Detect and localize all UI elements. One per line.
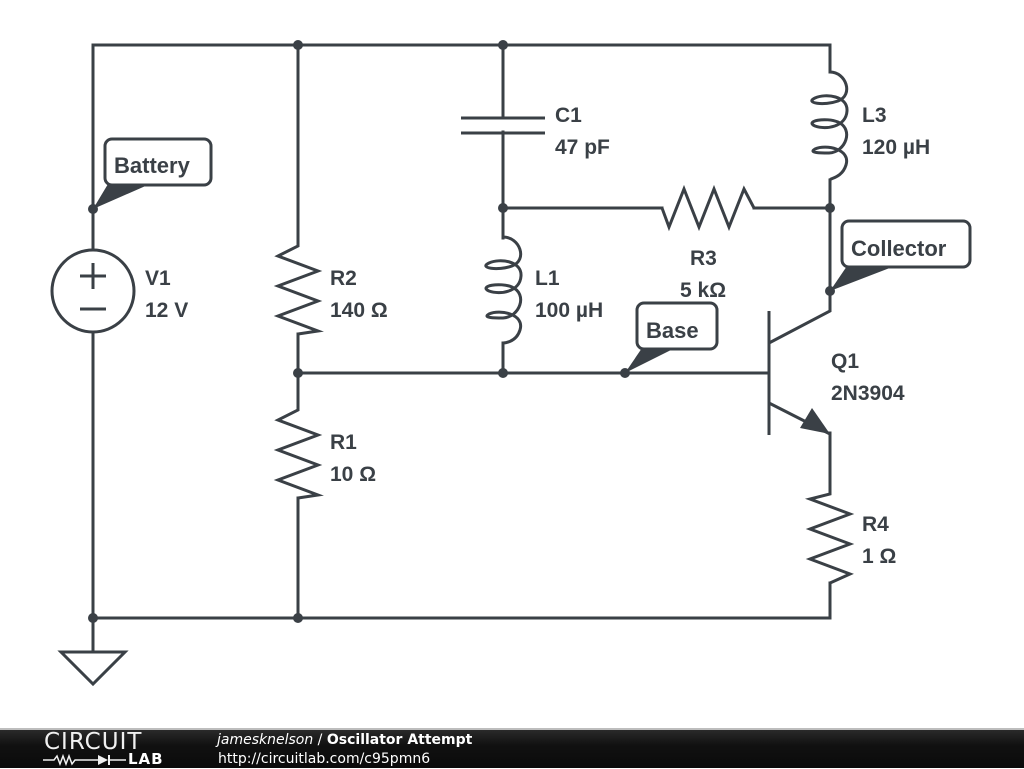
junction-dot bbox=[498, 203, 508, 213]
tag-box bbox=[635, 301, 719, 351]
tag-pointer bbox=[93, 184, 150, 209]
junction-dot bbox=[825, 203, 835, 213]
r2-ref-label: R2 bbox=[330, 267, 357, 290]
author-link[interactable]: jamesknelson bbox=[217, 732, 314, 748]
l1-value-label: 100 µH bbox=[535, 299, 603, 322]
r1-ref-label: R1 bbox=[330, 431, 357, 454]
footer-bar: CIRCUIT LAB jamesknelson / Oscillator At… bbox=[0, 728, 1024, 768]
q1-value-label: 2N3904 bbox=[831, 382, 905, 405]
net-label-battery[interactable]: Battery bbox=[88, 137, 213, 214]
c1-ref-label: C1 bbox=[555, 104, 582, 127]
schematic-canvas: V1 12 V R2 140 Ω R1 10 Ω C1 47 pF L1 100… bbox=[50, 40, 972, 687]
component-l3[interactable]: L3 120 µH bbox=[810, 70, 930, 182]
voltage-source-symbol bbox=[50, 248, 136, 334]
emitter-arrow-icon bbox=[800, 408, 830, 434]
r2-value-label: 140 Ω bbox=[330, 299, 388, 322]
l1-ref-label: L1 bbox=[535, 267, 560, 290]
circuit-url-link[interactable]: http://circuitlab.com/c95pmn6 bbox=[218, 751, 431, 767]
logo-lab-text: LAB bbox=[128, 750, 164, 768]
junction-dot bbox=[293, 613, 303, 623]
r4-value-label: 1 Ω bbox=[862, 545, 896, 568]
junction-dot bbox=[88, 613, 98, 623]
junctions bbox=[88, 40, 835, 623]
wires bbox=[91, 43, 832, 654]
tag-box bbox=[103, 137, 213, 187]
tag-anchor-dot bbox=[620, 368, 630, 378]
title-separator: / bbox=[313, 732, 327, 748]
logo-circuit-symbol-icon bbox=[43, 753, 126, 767]
circuitlab-logo[interactable]: CIRCUIT LAB bbox=[42, 731, 177, 769]
junction-dot bbox=[498, 40, 508, 50]
component-l1[interactable]: L1 100 µH bbox=[484, 235, 603, 345]
junction-dot bbox=[498, 368, 508, 378]
component-r4[interactable]: R4 1 Ω bbox=[804, 491, 896, 585]
v1-value-label: 12 V bbox=[145, 299, 188, 322]
logo-circuit-text: CIRCUIT bbox=[44, 729, 143, 755]
transistor-collector-lead bbox=[768, 290, 832, 345]
tag-pointer bbox=[625, 348, 675, 373]
collector-label-text: Collector bbox=[851, 236, 947, 261]
component-r3[interactable]: R3 5 kΩ bbox=[660, 184, 756, 302]
footer-title-line: jamesknelson / Oscillator Attempt bbox=[217, 731, 472, 749]
r4-ref-label: R4 bbox=[862, 513, 889, 536]
inductor-l1-symbol bbox=[484, 235, 523, 345]
r3-ref-label: R3 bbox=[690, 247, 717, 270]
resistor-r3-symbol bbox=[660, 184, 756, 232]
tag-pointer bbox=[830, 266, 895, 291]
component-v1[interactable]: V1 12 V bbox=[50, 248, 188, 334]
wire-top-rail bbox=[91, 43, 832, 252]
base-label-text: Base bbox=[646, 318, 699, 343]
component-r2[interactable]: R2 140 Ω bbox=[273, 242, 388, 336]
net-label-collector[interactable]: Collector bbox=[825, 219, 972, 296]
ground-symbol bbox=[57, 650, 129, 687]
resistor-r4-symbol bbox=[804, 491, 855, 585]
ground-icon bbox=[57, 650, 129, 687]
inductor-l3-symbol bbox=[810, 70, 849, 182]
component-r1[interactable]: R1 10 Ω bbox=[273, 406, 376, 500]
circuit-title[interactable]: Oscillator Attempt bbox=[326, 732, 473, 748]
q1-ref-label: Q1 bbox=[831, 350, 859, 373]
battery-label-text: Battery bbox=[114, 153, 191, 178]
net-label-base[interactable]: Base bbox=[620, 301, 719, 378]
tag-anchor-dot bbox=[825, 286, 835, 296]
v1-ref-label: V1 bbox=[145, 267, 171, 290]
resistor-r1-symbol bbox=[273, 406, 324, 500]
l3-ref-label: L3 bbox=[862, 104, 887, 127]
c1-value-label: 47 pF bbox=[555, 136, 610, 159]
component-c1[interactable]: C1 47 pF bbox=[461, 104, 610, 159]
resistor-r2-symbol bbox=[273, 242, 324, 336]
r1-value-label: 10 Ω bbox=[330, 463, 376, 486]
wire-bottom-rail bbox=[91, 581, 832, 620]
junction-dot bbox=[293, 368, 303, 378]
junction-dot bbox=[293, 40, 303, 50]
component-q1[interactable]: Q1 2N3904 bbox=[767, 290, 905, 436]
r3-value-label: 5 kΩ bbox=[680, 279, 726, 302]
tag-anchor-dot bbox=[88, 204, 98, 214]
tag-box bbox=[840, 219, 972, 269]
l3-value-label: 120 µH bbox=[862, 136, 930, 159]
